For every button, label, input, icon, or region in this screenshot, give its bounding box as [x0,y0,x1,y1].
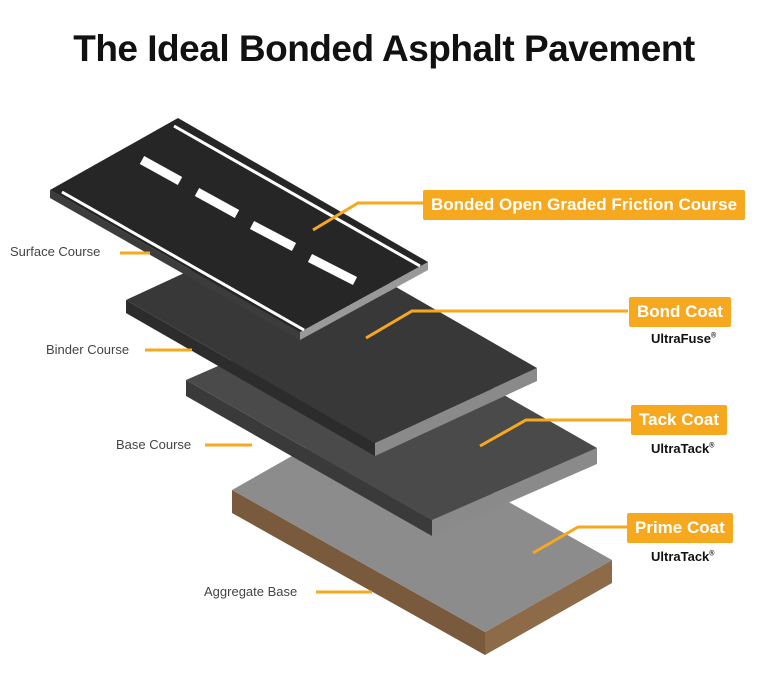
registered-mark: ® [710,332,717,340]
leader-lines [120,201,632,594]
brand-name: UltraFuse [651,331,711,346]
registered-mark: ® [709,442,715,450]
label-binder-course: Binder Course [46,342,130,357]
brand-ultratack-1: UltraTack® [651,441,714,456]
registered-mark: ® [709,550,715,558]
page-title: The Ideal Bonded Asphalt Pavement [73,28,695,69]
surface-course-layer [50,118,428,340]
label-base-course: Base Course [116,437,192,452]
callout-bond-coat: Bond Coat [629,297,731,327]
label-aggregate-base: Aggregate Base [204,584,298,599]
callout-friction-course: Bonded Open Graded Friction Course [423,190,746,220]
brand-name: UltraTack [651,549,710,564]
brand-ultratack-2: UltraTack® [651,549,714,564]
brand-ultrafuse: UltraFuse® [651,331,716,346]
callout-tack-coat: Tack Coat [631,405,727,435]
brand-name: UltraTack [651,441,710,456]
callout-prime-coat: Prime Coat [627,513,733,543]
label-surface-course: Surface Course [10,244,101,259]
